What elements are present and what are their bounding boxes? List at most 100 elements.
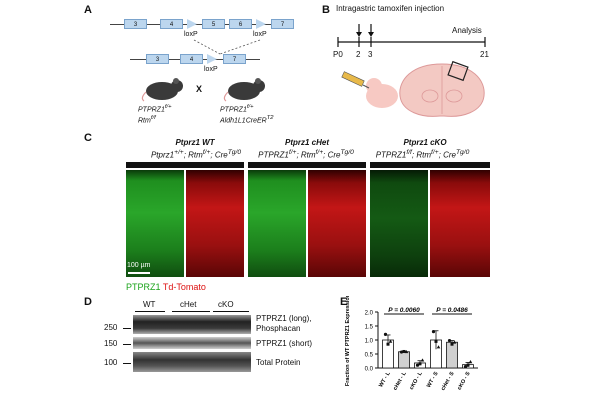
x-tick-label: cKO - S — [457, 371, 472, 391]
loxp-triangle-icon — [256, 19, 266, 29]
x-tick-label: cHet - L — [392, 370, 408, 391]
exon-box: 7 — [271, 19, 294, 29]
data-point — [386, 342, 390, 346]
lane-label-wt: WT — [143, 300, 156, 309]
bar — [398, 351, 410, 369]
timeline-tick-p0: P0 — [333, 50, 343, 59]
mw-tick — [123, 328, 131, 329]
timeline-tick-2: 2 — [356, 50, 361, 59]
cross-symbol: X — [196, 84, 203, 94]
lane-bracket — [213, 311, 249, 312]
y-tick-label: 1.5 — [365, 325, 374, 331]
data-point — [434, 339, 438, 343]
channel-legend: PTPRZ1 Td-Tomato — [126, 282, 206, 292]
exon-box: 4 — [180, 54, 203, 64]
gene-construct-diagram: 3 4 5 6 7 loxP loxP 3 4 7 loxP — [110, 14, 315, 94]
lane-bracket — [135, 311, 165, 312]
data-point — [447, 338, 452, 343]
data-point — [431, 330, 436, 334]
legend-ptprz1: PTPRZ1 — [126, 282, 161, 292]
y-axis-label: Fraction of WT PTPRZ1 Expression — [345, 296, 351, 386]
data-point — [466, 363, 470, 367]
data-point — [418, 362, 422, 366]
panel-label-d: D — [84, 296, 92, 308]
group-title-cko: Ptprz1 cKO — [403, 138, 447, 147]
exon-box: 7 — [223, 54, 246, 64]
parent2-genotype: PTPRZ1f/+ Aldh1L1CreERT2 — [220, 104, 274, 125]
brain-section-illustration — [399, 60, 485, 117]
lane-bracket — [172, 311, 210, 312]
lane-label-chet: cHet — [180, 300, 197, 309]
loxp-label: loxP — [204, 66, 218, 73]
x-tick-label: cKO - L — [409, 370, 424, 390]
data-point — [388, 339, 393, 343]
mw-tick — [123, 344, 131, 345]
lane-label-cko: cKO — [218, 300, 234, 309]
loxp-triangle-icon — [207, 54, 217, 64]
micrograph-wt-ptprz1 — [126, 170, 184, 277]
legend-tdtomato: Td-Tomato — [162, 282, 206, 292]
blot-ptprz1-short — [133, 337, 251, 349]
y-tick-label: 2.0 — [365, 311, 374, 317]
data-point — [402, 349, 406, 353]
group-header-bar — [370, 162, 490, 168]
mouse-icon — [141, 78, 183, 102]
data-point — [452, 340, 457, 344]
mw-tick — [123, 363, 131, 364]
blot-label-long: PTPRZ1 (long),Phosphacan — [256, 314, 312, 333]
pup-injection-illustration — [341, 71, 398, 108]
data-point — [415, 363, 420, 367]
group-genotype-cko: PTPRZ1f/f; Rtmf/+; CreTg/0 — [375, 149, 470, 160]
group-title-chet: Ptprz1 cHet — [284, 138, 329, 147]
analysis-label: Analysis — [452, 26, 482, 35]
group-title-wt: Ptprz1 WT — [175, 138, 215, 147]
micrograph-chet-tdtomato — [308, 170, 366, 277]
exon-box: 5 — [202, 19, 225, 29]
data-point — [383, 332, 388, 336]
exon-box: 3 — [124, 19, 147, 29]
blot-ptprz1-long — [133, 315, 251, 334]
panel-label-c: C — [84, 132, 92, 144]
mw-marker-150: 150 — [104, 339, 118, 348]
group-header-bar — [126, 162, 244, 168]
bar — [446, 341, 458, 369]
exon-box: 6 — [229, 19, 252, 29]
scale-bar-label: 100 µm — [127, 262, 151, 269]
panel-label-b: B — [322, 4, 330, 16]
data-point — [399, 350, 404, 354]
x-tick-label: WT - S — [426, 371, 440, 389]
micrograph-cko-tdtomato — [430, 170, 490, 277]
data-point — [436, 345, 441, 349]
mouse-icon — [223, 78, 265, 102]
blot-label-total: Total Protein — [256, 358, 301, 367]
loxp-label: loxP — [184, 31, 198, 38]
mw-marker-250: 250 — [104, 323, 118, 332]
p-value-label: P = 0.0060 — [388, 307, 420, 314]
timeline-tick-21: 21 — [480, 50, 489, 59]
loxp-triangle-icon — [187, 19, 197, 29]
timeline — [337, 24, 486, 47]
p-value-label: P = 0.0486 — [436, 307, 468, 314]
blot-total-protein — [133, 352, 251, 372]
blot-label-short: PTPRZ1 (short) — [256, 339, 313, 348]
panel-label-e: E — [340, 296, 348, 308]
recombination-lines — [193, 39, 261, 55]
micrograph-chet-ptprz1 — [248, 170, 306, 277]
y-tick-label: 1.0 — [365, 339, 374, 345]
micrograph-wt-tdtomato — [186, 170, 244, 277]
injection-label: Intragastric tamoxifen injection — [335, 4, 445, 13]
exon-box: 4 — [160, 19, 183, 29]
y-tick-label: 0.0 — [365, 367, 374, 373]
group-header-bar — [248, 162, 366, 168]
exon-box: 3 — [146, 54, 169, 64]
data-point — [450, 342, 454, 346]
x-tick-label: cHet - S — [440, 371, 456, 392]
data-point — [468, 360, 473, 364]
group-genotype-wt: Ptprz1+/+; Rtmf/+; CreTg/0 — [150, 149, 242, 160]
data-point — [404, 349, 409, 354]
scale-bar — [128, 272, 150, 274]
panel-label-a: A — [84, 4, 92, 16]
micrograph-cko-ptprz1 — [370, 170, 428, 277]
x-tick-label: WT - L — [378, 370, 392, 388]
